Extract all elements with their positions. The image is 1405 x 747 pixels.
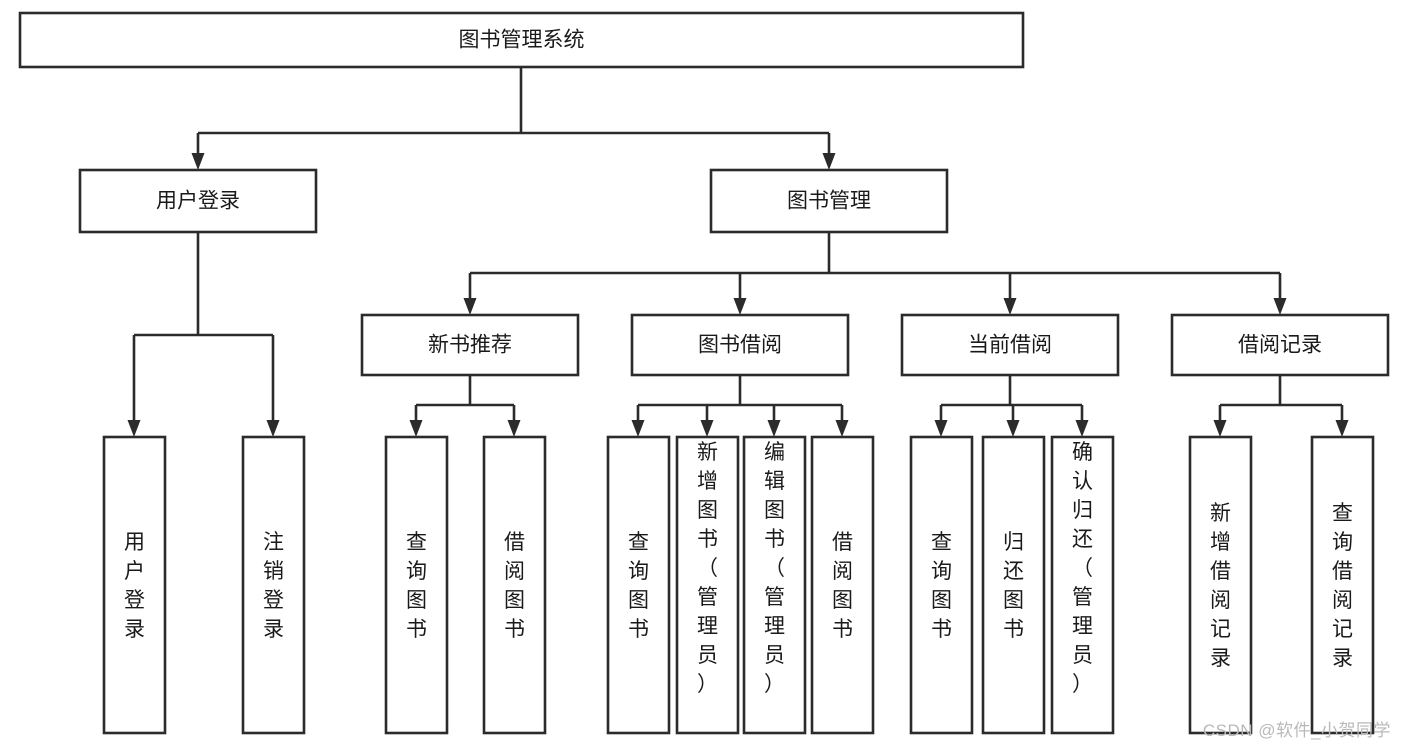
node-leaf-add-record-label: 新增借阅记录 (1210, 502, 1231, 670)
node-book-manage-label: 图书管理 (787, 190, 871, 213)
node-new-book-rec-box[interactable] (360, 313, 580, 377)
connector-arrowhead (266, 420, 280, 437)
node-leaf-query-record-box[interactable] (1310, 435, 1375, 735)
node-leaf-query-book-2[interactable]: 查询图书 (606, 435, 671, 735)
node-leaf-borrow-book-2-box[interactable] (810, 435, 875, 735)
node-borrow-record-box[interactable] (1170, 313, 1390, 377)
connectors-layer (127, 67, 1349, 437)
node-leaf-logout-label: 注销登录 (263, 531, 284, 641)
node-book-borrow-box[interactable] (630, 313, 850, 377)
connector-bookborrow-to-leaves (631, 375, 849, 437)
connector-arrowhead (191, 153, 205, 170)
node-leaf-confirm-return-label: 确认归还（管理员） (1072, 441, 1093, 696)
node-borrow-record-label: 借阅记录 (1238, 334, 1322, 357)
node-user-login[interactable]: 用户登录 (78, 168, 318, 234)
node-book-borrow-label: 图书借阅 (698, 334, 782, 357)
node-leaf-query-record[interactable]: 查询借阅记录 (1310, 435, 1375, 735)
connector-arrowhead (1335, 420, 1349, 437)
node-leaf-add-record[interactable]: 新增借阅记录 (1188, 435, 1253, 735)
connector-arrowhead (631, 420, 645, 437)
node-root[interactable]: 图书管理系统 (18, 11, 1025, 69)
node-leaf-borrow-book-2[interactable]: 借阅图书 (810, 435, 875, 735)
node-leaf-edit-book-label: 编辑图书（管理员） (764, 441, 785, 696)
connector-arrowhead (835, 420, 849, 437)
node-book-borrow[interactable]: 图书借阅 (630, 313, 850, 377)
connector-arrowhead (700, 420, 714, 437)
node-leaf-query-book-1-box[interactable] (384, 435, 449, 735)
node-user-login-label: 用户登录 (156, 190, 240, 213)
connector-arrowhead (463, 298, 477, 315)
connector-newbook-to-leaves (409, 375, 521, 437)
node-leaf-return-book[interactable]: 归还图书 (981, 435, 1046, 735)
connector-bookmanage-to-level3 (463, 232, 1287, 315)
node-current-borrow-label: 当前借阅 (968, 334, 1052, 357)
node-leaf-return-book-box[interactable] (981, 435, 1046, 735)
node-leaf-borrow-book-2-label: 借阅图书 (832, 531, 853, 641)
node-leaf-add-book[interactable]: 新增图书（管理员） (675, 435, 740, 735)
connector-userlogin-to-leaves (127, 232, 280, 437)
connector-arrowhead (1273, 298, 1287, 315)
node-leaf-query-book-3[interactable]: 查询图书 (909, 435, 974, 735)
node-book-manage-box[interactable] (709, 168, 949, 234)
node-leaf-confirm-return[interactable]: 确认归还（管理员） (1050, 435, 1115, 735)
node-leaf-query-book-1[interactable]: 查询图书 (384, 435, 449, 735)
connector-arrowhead (1006, 420, 1020, 437)
connector-arrowhead (1003, 298, 1017, 315)
node-leaf-return-book-label: 归还图书 (1003, 531, 1024, 641)
connector-arrowhead (1213, 420, 1227, 437)
node-leaf-query-book-2-box[interactable] (606, 435, 671, 735)
node-leaf-query-book-3-label: 查询图书 (931, 531, 952, 641)
connector-arrowhead (507, 420, 521, 437)
connector-root-to-level2 (191, 67, 836, 170)
node-leaf-query-book-1-label: 查询图书 (406, 531, 427, 641)
node-current-borrow-box[interactable] (900, 313, 1120, 377)
connector-arrowhead (822, 153, 836, 170)
node-leaf-edit-book-box[interactable] (742, 435, 807, 735)
node-leaf-user-login-box[interactable] (102, 435, 167, 735)
node-leaf-user-login-label: 用户登录 (124, 531, 145, 641)
node-leaf-add-record-box[interactable] (1188, 435, 1253, 735)
connector-arrowhead (733, 298, 747, 315)
node-borrow-record[interactable]: 借阅记录 (1170, 313, 1390, 377)
nodes-layer: 图书管理系统用户登录图书管理新书推荐图书借阅当前借阅借阅记录用户登录注销登录查询… (18, 11, 1390, 735)
connector-borrowrecord-to-leaves (1213, 375, 1349, 437)
node-leaf-borrow-book-1-label: 借阅图书 (504, 531, 525, 641)
connector-arrowhead (934, 420, 948, 437)
node-leaf-query-book-2-label: 查询图书 (628, 531, 649, 641)
connector-arrowhead (409, 420, 423, 437)
node-current-borrow[interactable]: 当前借阅 (900, 313, 1120, 377)
node-new-book-rec[interactable]: 新书推荐 (360, 313, 580, 377)
node-leaf-edit-book[interactable]: 编辑图书（管理员） (742, 435, 807, 735)
node-user-login-box[interactable] (78, 168, 318, 234)
node-leaf-add-book-box[interactable] (675, 435, 740, 735)
connector-arrowhead (767, 420, 781, 437)
node-leaf-logout[interactable]: 注销登录 (241, 435, 306, 735)
node-new-book-rec-label: 新书推荐 (428, 334, 512, 357)
node-leaf-borrow-book-1[interactable]: 借阅图书 (482, 435, 547, 735)
connector-currentborrow-to-leaves (934, 375, 1089, 437)
node-root-label: 图书管理系统 (459, 29, 585, 52)
connector-arrowhead (127, 420, 141, 437)
node-leaf-logout-box[interactable] (241, 435, 306, 735)
node-leaf-borrow-book-1-box[interactable] (482, 435, 547, 735)
connector-arrowhead (1075, 420, 1089, 437)
node-book-manage[interactable]: 图书管理 (709, 168, 949, 234)
node-root-box[interactable] (18, 11, 1025, 69)
node-leaf-add-book-label: 新增图书（管理员） (697, 441, 718, 696)
node-leaf-query-record-label: 查询借阅记录 (1332, 502, 1353, 670)
node-leaf-query-book-3-box[interactable] (909, 435, 974, 735)
node-leaf-user-login[interactable]: 用户登录 (102, 435, 167, 735)
node-leaf-confirm-return-box[interactable] (1050, 435, 1115, 735)
